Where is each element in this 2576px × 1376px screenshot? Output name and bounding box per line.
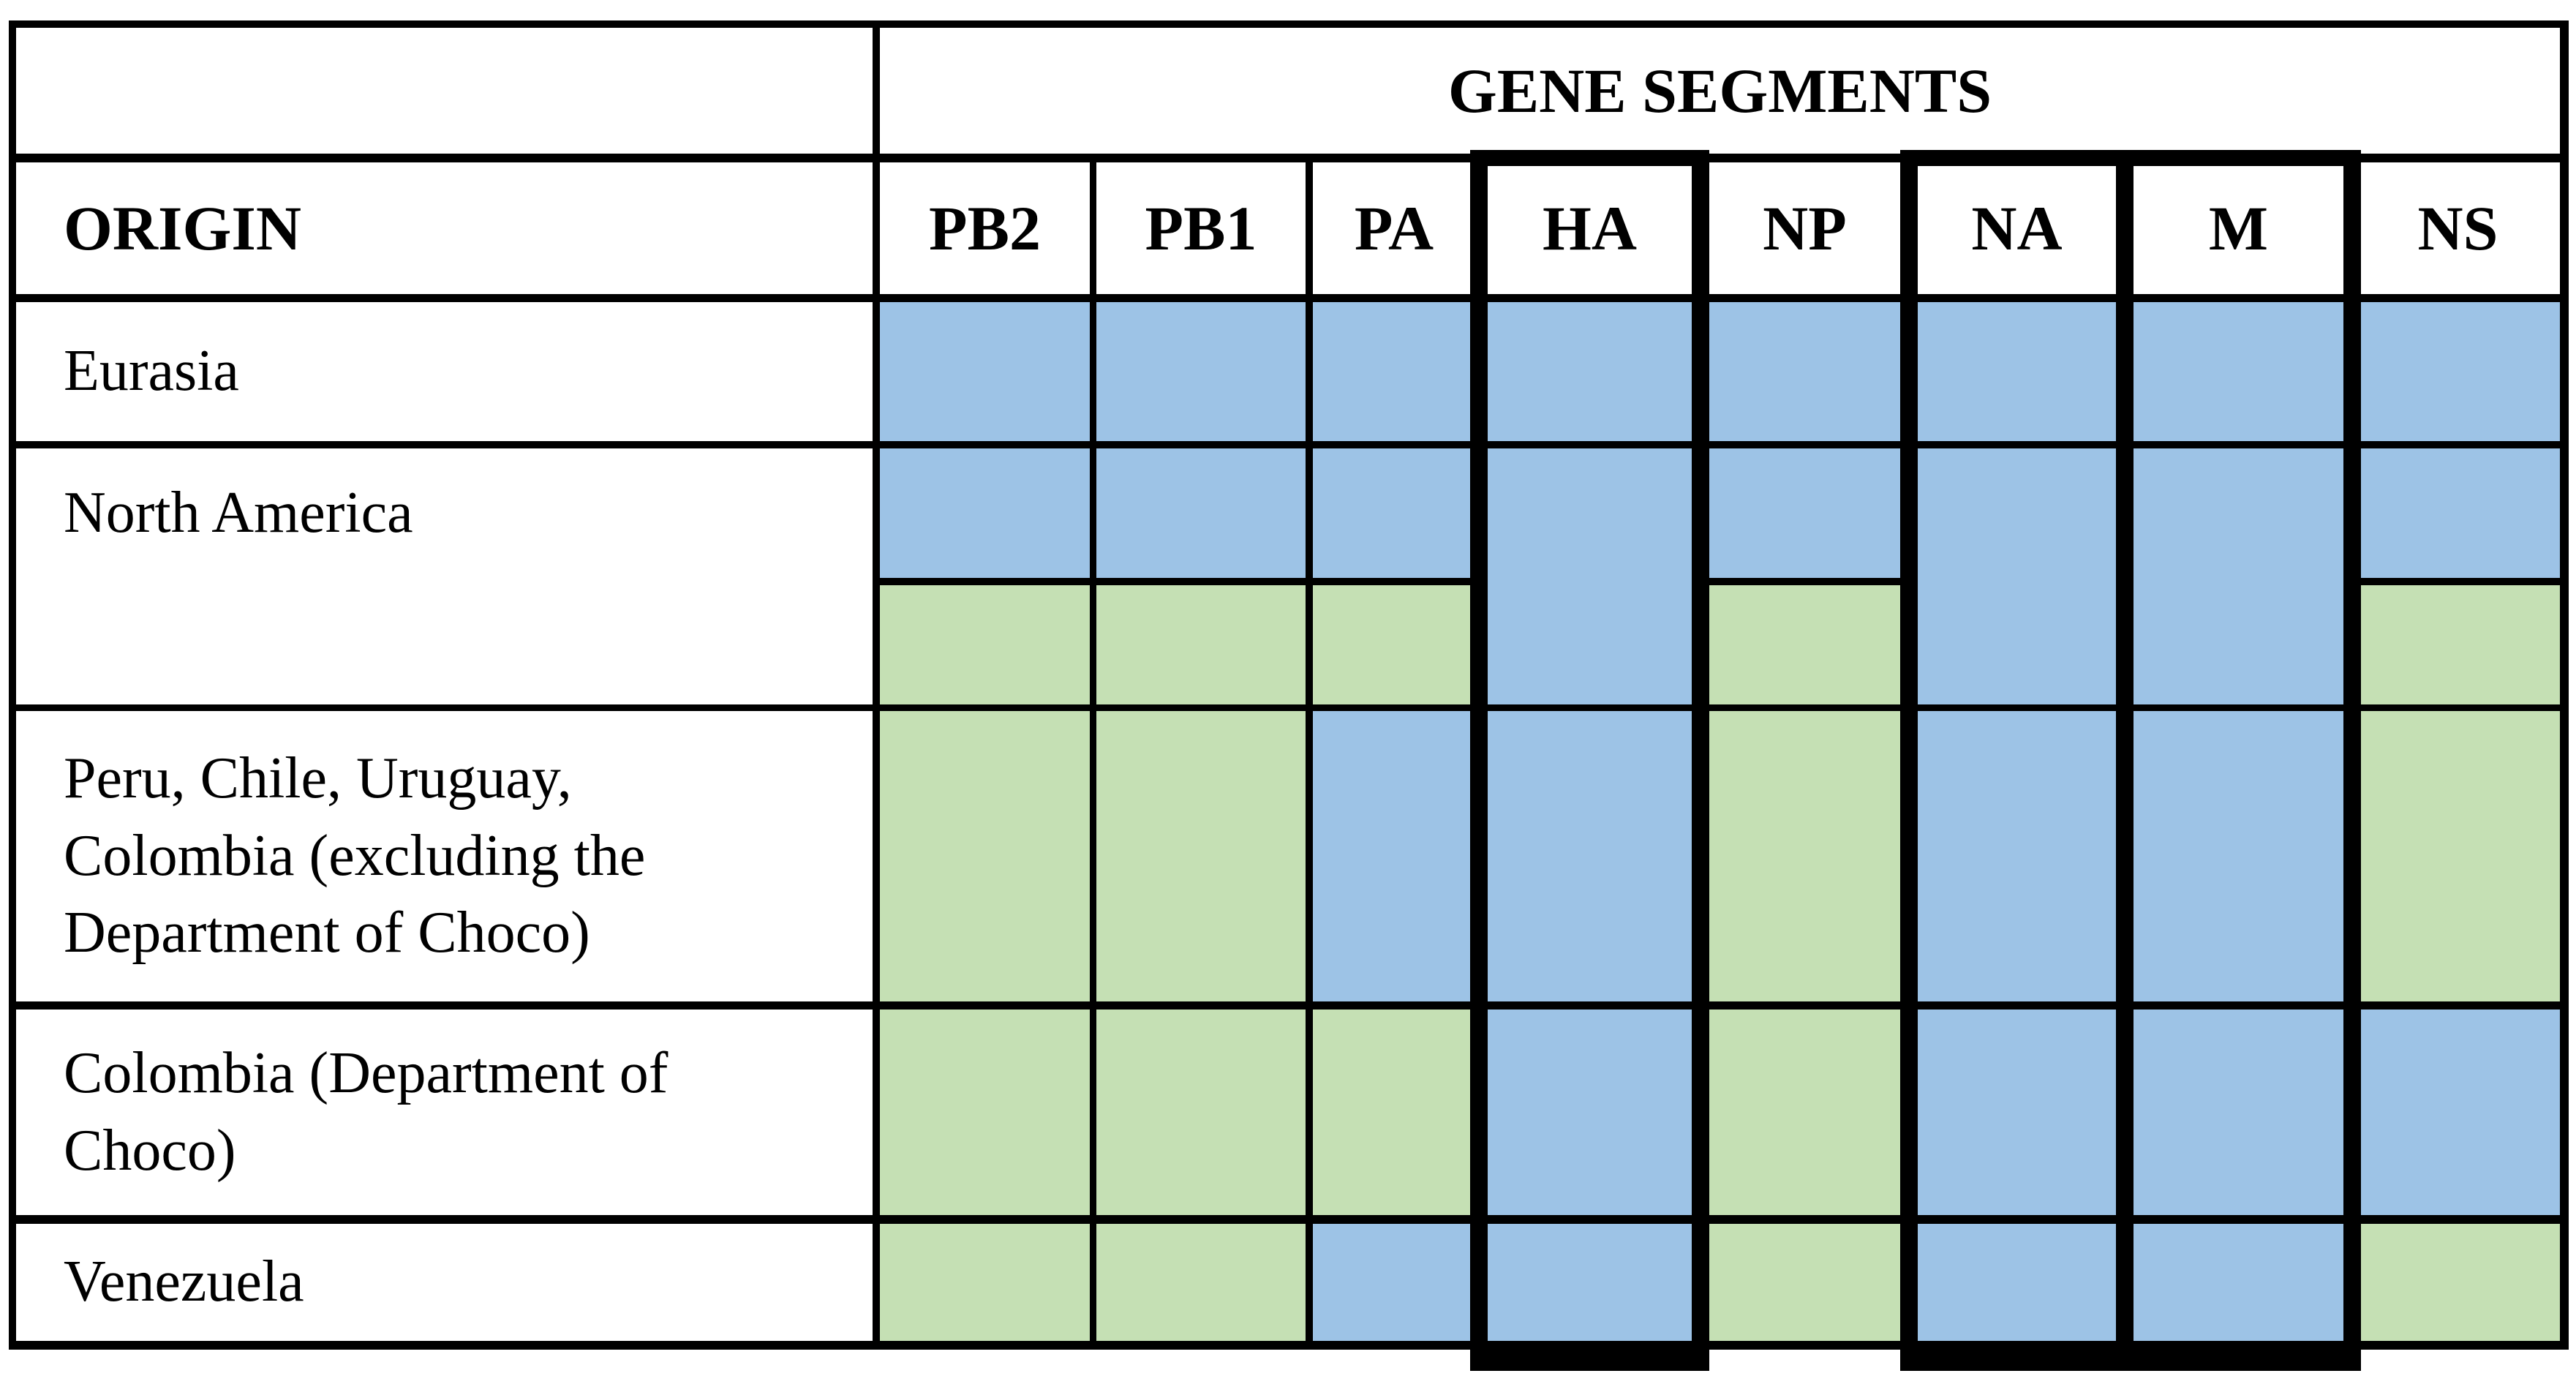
cell-peru-chile-uruguay-colombia-excluding-th-ns [2356,711,2560,1001]
cell-north-america-pb2-top [880,448,1090,578]
cell-peru-chile-uruguay-colombia-excluding-th-np [1704,711,1905,1001]
cell-venezuela-m [2128,1224,2349,1341]
cell-peru-chile-uruguay-colombia-excluding-th-pb1 [1096,711,1306,1001]
origin-cell-eurasia [16,302,873,441]
cell-venezuela-na [1913,1224,2121,1341]
cell-colombia-department-of-choco-ha [1483,1010,1697,1215]
cell-eurasia-np [1704,302,1905,441]
column-header-pb1: PB1 [1096,162,1306,294]
cell-north-america-pb2-bottom [880,585,1090,704]
cell-colombia-department-of-choco-pa [1313,1010,1475,1215]
column-header-np: NP [1704,162,1905,294]
cell-eurasia-pa [1313,302,1475,441]
cell-colombia-department-of-choco-m [2128,1010,2349,1215]
origin-cell-peru-chile-uruguay-colombia-excluding-th [16,711,873,1001]
cell-north-america-np-top [1704,448,1905,578]
cell-eurasia-na [1913,302,2121,441]
cell-peru-chile-uruguay-colombia-excluding-th-na [1913,711,2121,1001]
column-header-ns: NS [2356,162,2560,294]
origin-label-eurasia: Eurasia [64,339,239,404]
cell-peru-chile-uruguay-colombia-excluding-th-pb2 [880,711,1090,1001]
column-header-na: NA [1913,162,2121,294]
origin-cell-venezuela [16,1224,873,1341]
column-header-pa: PA [1313,162,1475,294]
cell-colombia-department-of-choco-na [1913,1010,2121,1215]
cell-venezuela-pb2 [880,1224,1090,1341]
cell-north-america-na [1913,448,2121,704]
cell-peru-chile-uruguay-colombia-excluding-th-m [2128,711,2349,1001]
cell-peru-chile-uruguay-colombia-excluding-th-pa [1313,711,1475,1001]
cell-venezuela-pb1 [1096,1224,1306,1341]
origin-column-header: ORIGIN [16,162,873,294]
cell-colombia-department-of-choco-pb2 [880,1010,1090,1215]
cell-north-america-ha [1483,448,1697,704]
origin-cell-north-america [16,448,873,704]
header-origin-spacer-cell [16,28,873,154]
cell-eurasia-pb2 [880,302,1090,441]
cell-eurasia-ha [1483,302,1697,441]
cell-venezuela-ns [2356,1224,2560,1341]
column-header-ha: HA [1483,162,1697,294]
column-header-m: M [2128,162,2349,294]
cell-north-america-np-bottom [1704,585,1905,704]
cell-venezuela-ha [1483,1224,1697,1341]
cell-colombia-department-of-choco-ns [2356,1010,2560,1215]
origin-cell-colombia-department-of-choco [16,1010,873,1215]
cell-north-america-pb1-top [1096,448,1306,578]
origin-label-venezuela: Venezuela [64,1249,304,1315]
gene-segments-header: GENE SEGMENTS [880,28,2560,154]
cell-peru-chile-uruguay-colombia-excluding-th-ha [1483,711,1697,1001]
cell-north-america-pb1-bottom [1096,585,1306,704]
cell-colombia-department-of-choco-pb1 [1096,1010,1306,1215]
cell-venezuela-np [1704,1224,1905,1341]
cell-north-america-ns-top [2356,448,2560,578]
cell-colombia-department-of-choco-np [1704,1010,1905,1215]
origin-label-colombia-department-of-choco: Colombia (Department of Choco) [64,1040,669,1183]
cell-eurasia-ns [2356,302,2560,441]
cell-eurasia-m [2128,302,2349,441]
cell-eurasia-pb1 [1096,302,1306,441]
cell-north-america-ns-bottom [2356,585,2560,704]
column-header-pb2: PB2 [880,162,1090,294]
cell-venezuela-pa [1313,1224,1475,1341]
origin-label-peru-chile-uruguay-colombia-excluding-th: Peru, Chile, Uruguay, Colombia (excludin… [64,746,646,966]
origin-label-north-america: North America [64,480,413,545]
cell-north-america-pa-bottom [1313,585,1475,704]
cell-north-america-m [2128,448,2349,704]
cell-north-america-pa-top [1313,448,1475,578]
